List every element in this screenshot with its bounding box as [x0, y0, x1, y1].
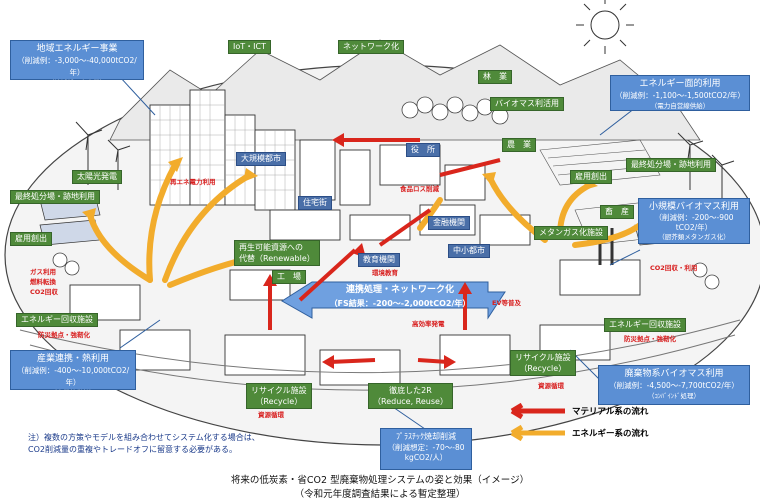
callout-chiiki-energy: 地域エネルギー事業 （削減例：-3,000～-40,000tCO2/年） （地域…	[10, 40, 144, 87]
caption-subtitle: （令和元年度調査結果による暫定整理）	[294, 489, 466, 500]
tag-tetei-line2: （Reduce, Reuse）	[373, 397, 448, 406]
network-center-label: 連携処理・ネットワーク化 （FS結果：-200～-2,000tCO2/年）	[312, 283, 488, 311]
callout-value-1: （削減例：-200～-900	[654, 213, 734, 222]
note-bosai-right: 防災拠点・強靭化	[624, 335, 676, 343]
callout-title: 廃棄物系バイオマス利用	[624, 369, 724, 379]
tag-recycle-left: リサイクル施設 （Recycle）	[246, 383, 312, 409]
sun-icon	[576, 0, 634, 54]
callout-value: （削減例：-400～-10,000tCO2/年）	[16, 366, 130, 387]
note-hikaku: 高効率発電	[412, 320, 445, 328]
callout-title: エネルギー面的利用	[639, 79, 721, 89]
energy-arrowheads	[82, 157, 598, 222]
callout-energy-men: エネルギー面的利用 （削減例：-1,100～-1,500tCO2/年） （電力自…	[610, 75, 750, 111]
facilities	[69, 228, 641, 386]
tag-recycle-left-line1: リサイクル施設	[251, 386, 307, 395]
callout-note: （ｺﾝﾊﾞｲﾝﾄﾞ処理）	[648, 392, 700, 400]
note-shokuryo: 食品ロス削減	[400, 185, 439, 193]
callout-sangyo: 産業連携・熱利用 （削減例：-400～-10,000tCO2/年） （産業熱供給…	[10, 350, 136, 397]
tag-nogyo: 農 業	[502, 138, 536, 152]
tag-energy-left: エネルギー回収施設	[16, 313, 98, 327]
callout-value: （削減例：-1,100～-1,500tCO2/年）	[615, 91, 745, 100]
tag-tetei: 徹底した2R （Reduce, Reuse）	[368, 383, 453, 409]
tag-jutaku: 住宅街	[298, 196, 332, 210]
footnote: 注）複数の方策やモデルを組み合わせてシステム化する場合は、 CO2削減量の重複や…	[28, 432, 260, 456]
callout-note: （地域新電力事業）	[47, 79, 107, 87]
callout-title: 産業連携・熱利用	[36, 354, 109, 364]
note-co2-left: CO2回収	[30, 288, 58, 296]
note-shigen-right: 資源循環	[538, 382, 564, 390]
tag-kinyu: 金融機関	[428, 216, 470, 230]
tag-daikibo: 大規模都市	[236, 152, 286, 166]
tag-koyo-right: 雇用創出	[570, 170, 612, 184]
note-ev: EV等普及	[492, 299, 521, 307]
tag-taiyoko: 太陽光発電	[72, 170, 122, 184]
legend-energy: エネルギー系の流れ	[572, 429, 649, 439]
network-band	[281, 281, 506, 320]
tag-recycle-right-line2: （Recycle）	[519, 364, 567, 373]
callout-note: （産業熱供給）	[50, 389, 96, 397]
note-bosai-left: 防災拠点・強靭化	[38, 331, 90, 339]
tag-saisei-line2: 代替（Renewable）	[239, 254, 315, 263]
legend-material: マテリアル系の流れ	[572, 407, 649, 417]
tag-saishu-left: 最終処分場・跡地利用	[10, 190, 100, 204]
tag-recycle-right: リサイクル施設 （Recycle）	[510, 350, 576, 376]
tag-chikusan: 畜 産	[600, 205, 634, 219]
tag-network: ネットワーク化	[338, 40, 404, 54]
callout-leader-lines	[119, 76, 649, 430]
material-flow-arrows	[268, 138, 501, 364]
tag-methane: メタンガス化施設	[534, 226, 608, 240]
callout-value-2: tCO2/年）	[675, 223, 713, 232]
tag-saishu-right: 最終処分場・跡地利用	[626, 158, 716, 172]
note-kankyo: 環境教育	[372, 269, 398, 277]
tag-biomass-katsuyo: バイオマス利活用	[490, 97, 564, 111]
callout-shokibo: 小規模バイオマス利用 （削減例：-200～-900 tCO2/年） （厨芥類メタ…	[638, 198, 750, 244]
trees	[52, 96, 720, 290]
callout-value-2: kgCO2/人）	[404, 453, 448, 462]
note-nen-tenkan: 燃料転換	[30, 278, 56, 286]
callout-value-1: （削減想定：-70～-80	[387, 443, 465, 452]
tag-koyo-left: 雇用創出	[10, 232, 52, 246]
tag-kojo: 工 場	[272, 270, 306, 284]
callout-note: （電力自営線供給）	[650, 102, 710, 110]
tag-recycle-right-line1: リサイクル施設	[515, 353, 571, 362]
tag-tetei-line1: 徹底した2R	[389, 386, 432, 395]
tag-saisei-line1: 再生可能資源への	[239, 243, 303, 252]
tag-yakusho: 役 所	[406, 143, 440, 157]
callout-value: （削減例：-4,500～-7,700tCO2/年）	[609, 381, 739, 390]
legend-material-arrow	[510, 402, 565, 420]
callout-plastic: ﾌﾟﾗｽﾁｯｸ焼却削減 （削減想定：-70～-80 kgCO2/人）	[380, 428, 472, 470]
network-value: （FS結果：-200～-2,000tCO2/年）	[329, 299, 471, 308]
tag-saisei: 再生可能資源への 代替（Renewable）	[234, 240, 320, 266]
tag-energy-right: エネルギー回収施設	[604, 318, 686, 332]
tag-recycle-left-line2: （Recycle）	[255, 397, 303, 406]
note-shigen-left: 資源循環	[258, 411, 284, 419]
callout-title: 小規模バイオマス利用	[648, 202, 739, 212]
legend-energy-arrow	[510, 424, 565, 442]
note-saiene: 再エネ電力利用	[170, 178, 216, 186]
callout-value: （削減例：-3,000～-40,000tCO2/年）	[17, 56, 137, 77]
tag-ringyo: 林 業	[478, 70, 512, 84]
callout-title: 地域エネルギー事業	[36, 44, 118, 54]
footnote-line2: CO2削減量の重複やトレードオフに留意する必要がある。	[28, 445, 237, 454]
note-co2-right: CO2回収・利用	[650, 264, 698, 272]
callout-note: （厨芥類メタンガス化）	[658, 233, 730, 241]
tag-kyoiku: 教育機関	[358, 253, 400, 267]
note-gas-riyo: ガス利用	[30, 268, 56, 276]
network-title: 連携処理・ネットワーク化	[345, 285, 454, 295]
caption-title: 将来の低炭素・省CO2 型廃棄物処理システムの姿と効果（イメージ）	[230, 475, 530, 486]
tag-chusho: 中小都市	[448, 244, 490, 258]
callout-haikibutsu: 廃棄物系バイオマス利用 （削減例：-4,500～-7,700tCO2/年） （ｺ…	[598, 365, 750, 405]
mountains	[109, 39, 701, 141]
callout-title: ﾌﾟﾗｽﾁｯｸ焼却削減	[396, 432, 456, 441]
footnote-line1: 注）複数の方策やモデルを組み合わせてシステム化する場合は、	[28, 433, 260, 442]
tag-iot: IoT・ICT	[228, 40, 271, 54]
